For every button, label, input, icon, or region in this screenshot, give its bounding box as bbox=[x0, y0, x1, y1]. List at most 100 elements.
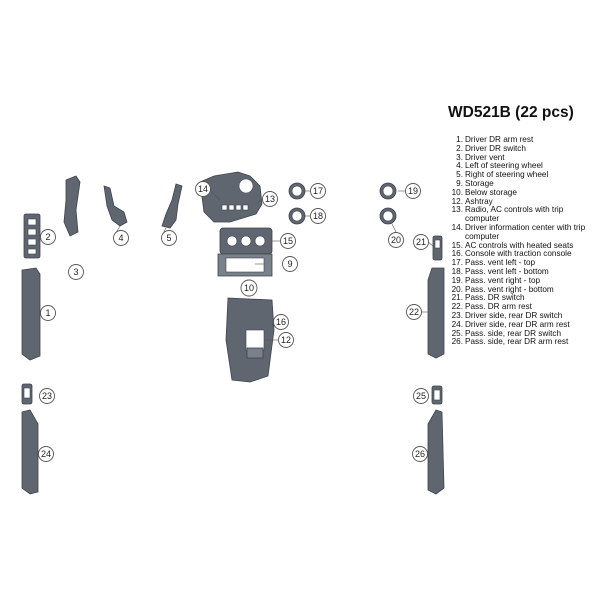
parts-list-item: 2.Driver DR switch bbox=[448, 143, 596, 154]
parts-list-label: Pass. vent left - bottom bbox=[465, 266, 549, 276]
parts-list-label: Driver vent bbox=[465, 152, 505, 162]
parts-list-label: Pass. side, rear DR arm rest bbox=[465, 337, 569, 347]
callout-12: 12 bbox=[278, 332, 294, 348]
callout-19: 19 bbox=[405, 183, 421, 199]
pass-vent-left-top bbox=[288, 182, 306, 200]
callout-16: 16 bbox=[273, 314, 289, 330]
piece-13-14-instrument-cluster bbox=[199, 171, 263, 223]
kit-title: WD521B (22 pcs) bbox=[448, 104, 574, 121]
parts-list-label: Pass. vent right - top bbox=[465, 275, 541, 285]
parts-list-number: 22. bbox=[451, 302, 463, 312]
parts-list-label: Driver side, rear DR switch bbox=[465, 310, 563, 320]
callout-5-label: 5 bbox=[166, 233, 171, 243]
callout-1: 1 bbox=[40, 305, 56, 321]
parts-list-item: 9.Storage bbox=[448, 178, 596, 189]
piece-15-ac-controls-heated-seats bbox=[219, 227, 273, 255]
callout-22-label: 22 bbox=[409, 307, 419, 317]
parts-list-item: 1.Driver DR arm rest bbox=[448, 135, 596, 145]
parts-list-number: 23. bbox=[451, 310, 463, 320]
parts-list-label: Below storage bbox=[465, 187, 517, 197]
piece-25-pass-rear-dr-switch bbox=[431, 385, 443, 405]
parts-list-number: 10. bbox=[451, 187, 463, 197]
pass-vent-right-top bbox=[379, 182, 397, 200]
callout-16-label: 16 bbox=[276, 317, 286, 327]
parts-list-number: 9. bbox=[456, 178, 463, 188]
parts-list-label: Radio, AC controls with trip computer bbox=[465, 205, 564, 224]
parts-list-item: 21.Pass. DR switch bbox=[448, 294, 596, 303]
parts-list-item: 26.Pass. side, rear DR arm rest bbox=[448, 338, 596, 347]
parts-list-item: 20.Pass. vent right - bottom bbox=[448, 284, 596, 295]
piece-24-driver-rear-dr-arm-rest bbox=[21, 409, 39, 495]
parts-list-item: 22.Pass. DR arm rest bbox=[448, 302, 596, 312]
parts-list-label: Ashtray bbox=[465, 196, 493, 206]
piece-4-left-of-steering-wheel bbox=[103, 185, 128, 227]
parts-list-number: 13. bbox=[451, 205, 463, 215]
parts-list-label: Driver side, rear DR arm rest bbox=[465, 319, 570, 329]
piece-21-pass-dr-switch bbox=[432, 235, 443, 261]
parts-list-item: 17.Pass. vent left - top bbox=[448, 258, 596, 268]
callout-26-label: 26 bbox=[415, 449, 425, 459]
callout-26: 26 bbox=[412, 446, 428, 462]
callout-9: 9 bbox=[282, 256, 298, 272]
pass-vent-left-bottom bbox=[288, 207, 306, 225]
piece-26-pass-rear-dr-arm-rest bbox=[427, 409, 445, 495]
callout-3: 3 bbox=[68, 264, 84, 280]
parts-list-number: 20. bbox=[451, 284, 463, 294]
callout-12-label: 12 bbox=[281, 335, 291, 345]
parts-list-label: Storage bbox=[465, 178, 494, 188]
parts-list-item: 24.Driver side, rear DR arm rest bbox=[448, 319, 596, 330]
parts-list-item: 14.Driver information center with trip c… bbox=[448, 222, 596, 242]
pass-vent-right-bottom bbox=[379, 207, 397, 225]
parts-list-item: 25.Pass. side, rear DR switch bbox=[448, 328, 596, 339]
callout-3-label: 3 bbox=[73, 267, 78, 277]
callout-13-label: 13 bbox=[265, 194, 275, 204]
callout-21-label: 21 bbox=[416, 237, 426, 247]
parts-list-item: 15.AC controls with heated seats bbox=[448, 240, 596, 251]
callout-10-label: 10 bbox=[244, 283, 254, 293]
parts-list-item: 23.Driver side, rear DR switch bbox=[448, 310, 596, 321]
parts-list-label: Driver DR arm rest bbox=[465, 135, 534, 144]
parts-list-number: 25. bbox=[451, 328, 463, 338]
parts-list-number: 1. bbox=[456, 135, 463, 144]
parts-list-number: 19. bbox=[451, 275, 463, 285]
callout-21: 21 bbox=[413, 234, 429, 250]
parts-list-item: 10.Below storage bbox=[448, 187, 596, 198]
callout-13: 13 bbox=[262, 191, 278, 207]
parts-list-label: Right of steering wheel bbox=[465, 170, 549, 180]
callout-17-label: 17 bbox=[313, 186, 323, 196]
callout-4: 4 bbox=[113, 230, 129, 246]
callout-18-label: 18 bbox=[313, 211, 323, 221]
parts-list-item: 16.Console with traction console bbox=[448, 250, 596, 259]
parts-list-item: 18.Pass. vent left - bottom bbox=[448, 266, 596, 277]
callout-9-label: 9 bbox=[287, 259, 292, 269]
parts-list-number: 12. bbox=[451, 196, 463, 206]
piece-5-right-of-steering-wheel bbox=[161, 183, 183, 229]
parts-list-label: AC controls with heated seats bbox=[465, 240, 574, 250]
parts-list-number: 3. bbox=[456, 152, 463, 162]
parts-list-item: 13.Radio, AC controls with trip computer bbox=[448, 206, 596, 224]
callout-20-label: 20 bbox=[391, 235, 401, 245]
piece-1-driver-dr-arm-rest bbox=[21, 267, 41, 361]
callout-24: 24 bbox=[38, 446, 54, 462]
callout-14-label: 14 bbox=[198, 184, 208, 194]
storage-opening bbox=[225, 257, 265, 273]
parts-list-label: Pass. DR switch bbox=[465, 293, 525, 303]
parts-list-label: Driver information center with trip comp… bbox=[465, 222, 586, 241]
parts-list-item: 12.Ashtray bbox=[448, 196, 596, 207]
callout-23: 23 bbox=[39, 388, 55, 404]
callout-22: 22 bbox=[406, 304, 422, 320]
parts-list-number: 15. bbox=[451, 240, 463, 250]
piece-23-driver-rear-dr-switch bbox=[21, 383, 33, 405]
parts-list-number: 4. bbox=[456, 161, 463, 171]
parts-list-number: 14. bbox=[451, 222, 463, 232]
callout-25-label: 25 bbox=[416, 391, 426, 401]
parts-list-item: 4.Left of steering wheel bbox=[448, 162, 596, 171]
parts-list-number: 24. bbox=[451, 319, 463, 329]
parts-list-label: Left of steering wheel bbox=[465, 161, 543, 171]
parts-list-number: 2. bbox=[456, 143, 463, 153]
callout-20: 20 bbox=[388, 232, 404, 248]
piece-3-driver-vent bbox=[63, 175, 81, 237]
parts-list-item: 19.Pass. vent right - top bbox=[448, 275, 596, 286]
parts-list-number: 5. bbox=[456, 170, 463, 180]
